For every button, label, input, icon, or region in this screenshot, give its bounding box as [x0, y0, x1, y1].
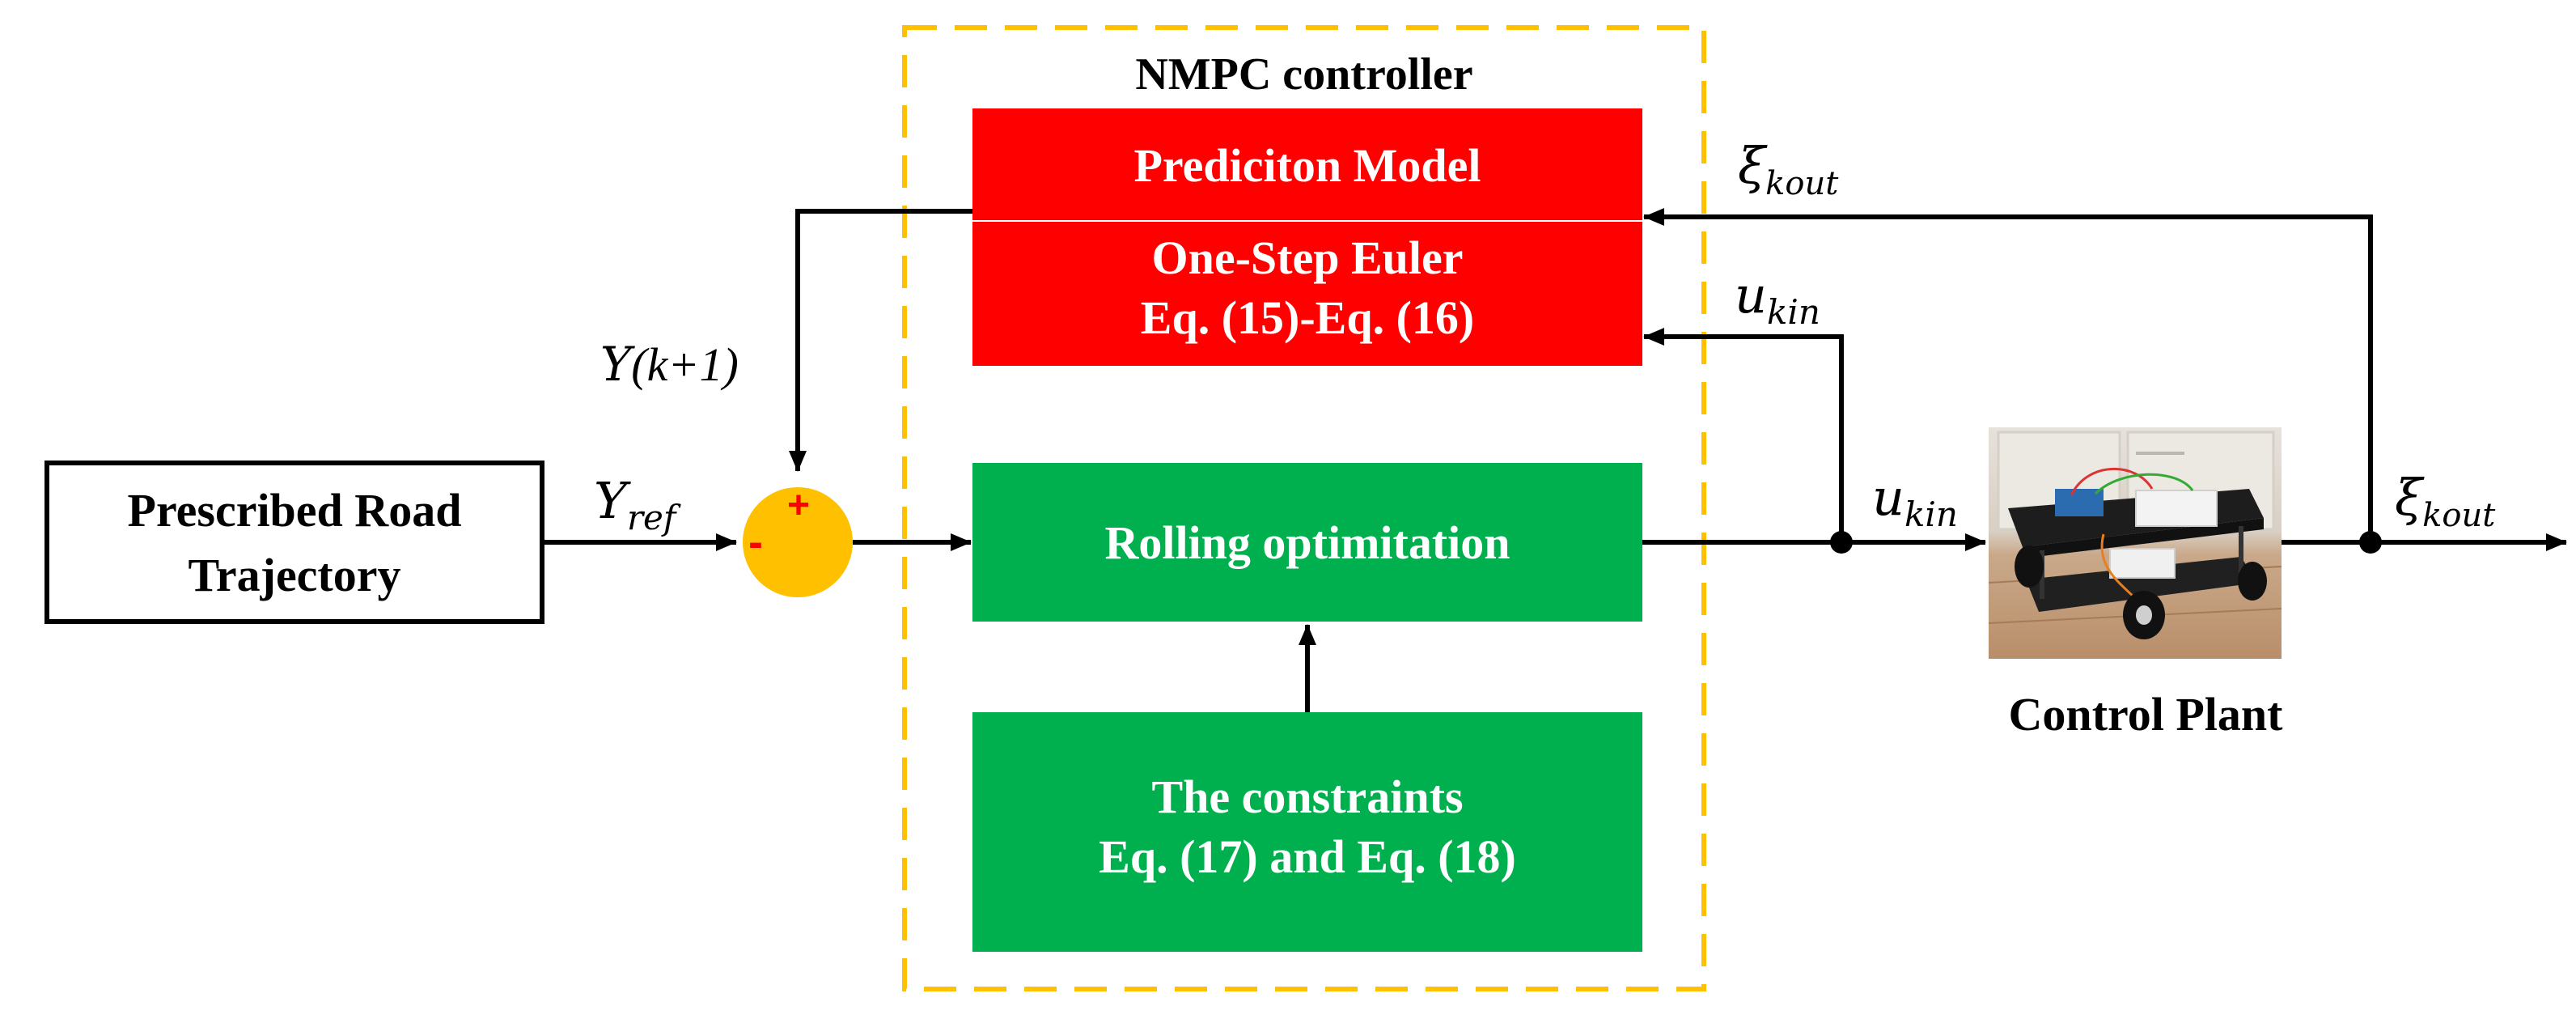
constraints-label: The constraints — [1151, 770, 1463, 823]
prediction-model-title: Prediciton Model — [1133, 139, 1481, 192]
label-u-plant: ukin — [1872, 468, 1958, 534]
wire-prediction-to-sum — [789, 209, 972, 472]
label-y-ref: Yref — [594, 471, 681, 537]
wire-xi-feedback — [1643, 208, 2373, 542]
rolling-optimization-block — [972, 463, 1642, 622]
nmpc-controller-title: NMPC controller — [1135, 49, 1472, 100]
label-u-feedback: ukin — [1735, 265, 1820, 332]
prediction-model-block — [972, 108, 1642, 366]
wire-u-feedback — [1643, 328, 1844, 542]
summing-plus-sign: + — [787, 484, 810, 527]
prediction-model-method: One-Step Euler — [1151, 231, 1463, 284]
branch-point-u — [1830, 531, 1853, 554]
label-y-next: Y(k+1) — [600, 337, 739, 392]
reference-trajectory-line1: Prescribed Road — [128, 484, 462, 537]
control-plant-label: Control Plant — [2009, 688, 2284, 741]
summing-minus-sign: - — [748, 518, 763, 567]
reference-trajectory-block — [44, 461, 544, 624]
branch-point-xi — [2359, 531, 2382, 554]
constraints-equations: Eq. (17) and Eq. (18) — [1099, 830, 1516, 883]
prediction-model-equations: Eq. (15)-Eq. (16) — [1141, 291, 1474, 344]
summing-junction — [743, 487, 853, 597]
reference-trajectory-line2: Trajectory — [189, 549, 401, 601]
constraints-block — [972, 712, 1642, 952]
nmpc-controller-border — [902, 25, 1706, 991]
label-xi-feedback: ξkout — [1738, 136, 1839, 202]
rolling-optimization-label: Rolling optimitation — [1104, 516, 1510, 569]
label-xi-output: ξkout — [2395, 468, 2496, 534]
control-plant-image — [1988, 427, 2282, 659]
